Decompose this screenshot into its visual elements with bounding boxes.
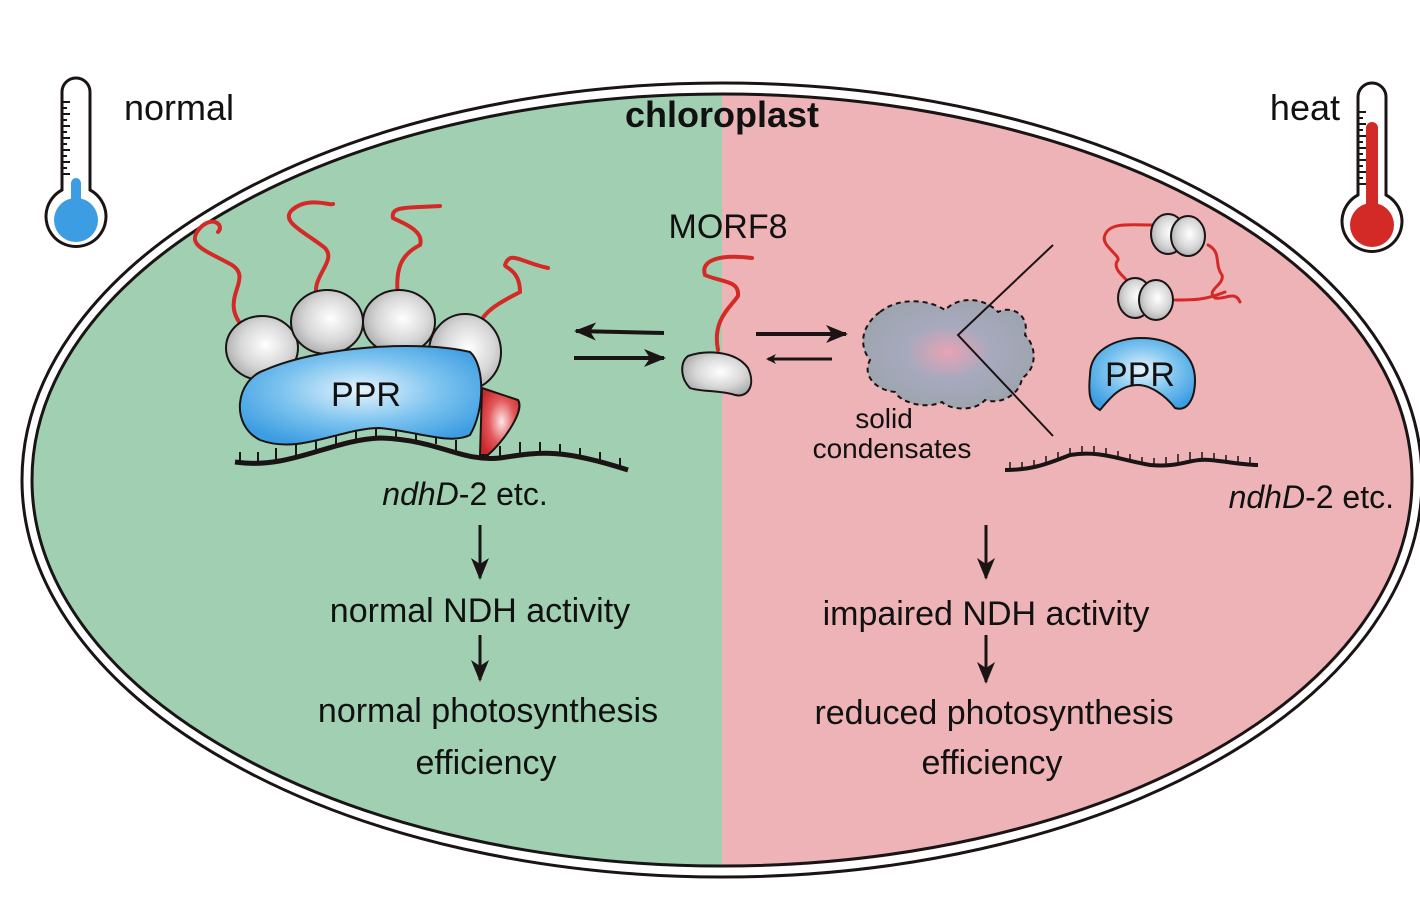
arrow-left-icon	[574, 322, 665, 341]
aggregated-morf8	[1102, 213, 1242, 321]
zoom-callout-lines	[956, 244, 1054, 437]
gene-suffix-left: -2 etc.	[459, 476, 548, 512]
morf-domain	[362, 289, 436, 355]
gene-name-left: ndhD	[382, 476, 459, 512]
solid-condensate	[862, 299, 1035, 410]
left-editing-complex: PPR	[192, 200, 629, 473]
right-step2-label-line2: efficiency	[921, 744, 1062, 782]
ppr-label-left: PPR	[331, 376, 401, 414]
ppr-protein	[238, 345, 483, 446]
free-ppr-protein	[1088, 336, 1197, 412]
chloroplast-title: chloroplast	[625, 94, 819, 135]
morf-domain	[290, 289, 364, 355]
morf8-protein	[681, 254, 754, 397]
right-step2-label-line1: reduced photosynthesis	[814, 694, 1173, 732]
right-step1-label: impaired NDH activity	[823, 595, 1150, 633]
gene-suffix-right: -2 etc.	[1305, 479, 1394, 515]
rna-strand-right	[1004, 446, 1259, 472]
editing-domain	[478, 386, 521, 456]
normal-region	[32, 94, 722, 866]
left-step2-label-line1: normal photosynthesis	[318, 692, 658, 730]
heat-condition-label: heat	[1270, 87, 1340, 128]
outer-envelope	[20, 81, 1420, 879]
rna-label-right: ndhD-2 etc.	[1229, 479, 1394, 515]
inner-envelope	[30, 92, 1414, 868]
cold-thermometer-icon	[44, 76, 108, 248]
left-step1-label: normal NDH activity	[330, 592, 630, 630]
condensate-label-line2: condensates	[813, 433, 972, 464]
morf8-label: MORF8	[669, 208, 788, 246]
condensate-label-line1: solid	[855, 403, 913, 434]
morf-tails	[192, 200, 550, 334]
hot-thermometer-icon	[1340, 81, 1404, 253]
rna-label-left: ndhD-2 etc.	[382, 476, 547, 512]
gene-name-right: ndhD	[1229, 479, 1306, 515]
normal-condition-label: normal	[124, 87, 234, 128]
ppr-label-right: PPR	[1105, 356, 1175, 394]
left-step2-label-line2: efficiency	[415, 744, 556, 782]
